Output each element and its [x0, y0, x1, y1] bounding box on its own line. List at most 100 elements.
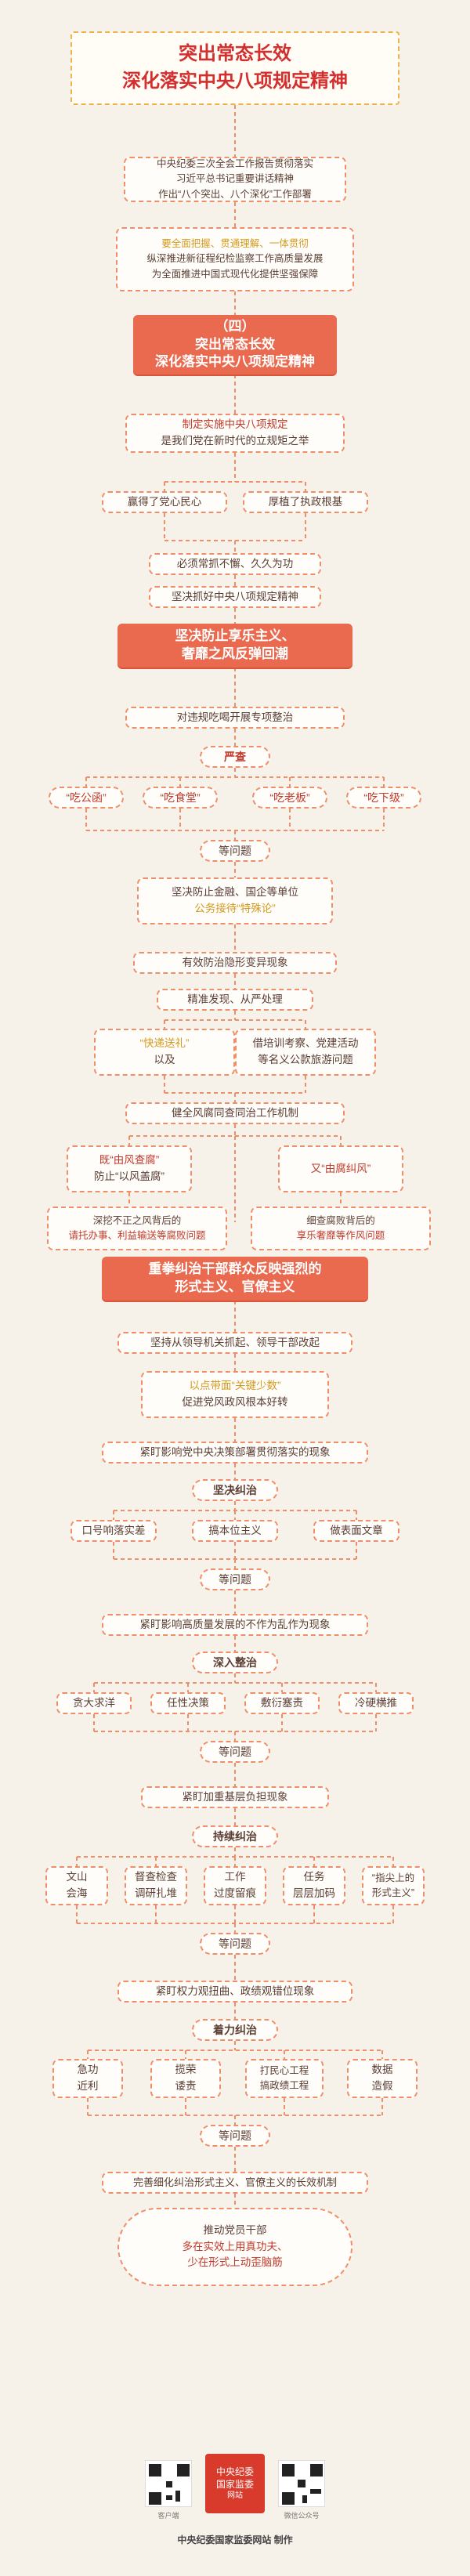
b1-left2-line2: 防止“以风盖腐” [94, 1170, 164, 1182]
resolve-label: 坚决抓好中央八项规定精神 [172, 590, 298, 602]
b1-left2: 既“由风查腐” 防止“以风盖腐” [67, 1145, 192, 1192]
banner2-line1: 重拳纠治干部群众反映强烈的 [148, 1261, 322, 1277]
g2-focus-label: 紧盯影响高质量发展的不作为乱作为现象 [139, 1618, 331, 1630]
b1-mech-label: 健全风腐同查同治工作机制 [172, 1106, 298, 1119]
g2-item-3: 敷衍塞责 [244, 1692, 320, 1714]
g2-item-1: 贪大求洋 [56, 1692, 132, 1714]
g4-focus-label: 紧盯权力观扭曲、政绩观错位现象 [155, 1984, 315, 1997]
intro-line2: 习近平总书记重要讲话精神 [175, 173, 294, 185]
b1-precise: 精准发现、从严处理 [157, 989, 313, 1011]
qr-wechat-caption: 微信公众号 [270, 2510, 333, 2520]
b1-etc-label: 等问题 [219, 845, 251, 857]
g4-item-3-line2: 搞政绩工程 [259, 2080, 309, 2091]
g1-etc-label: 等问题 [219, 1573, 251, 1586]
b2-breakthrough-line2: 促进党风政风根本好转 [182, 1396, 288, 1408]
b1-focus-label: 对违规吃喝开展专项整治 [176, 711, 294, 723]
g4-item-4-line1: 数据 [371, 2064, 393, 2076]
g3-item-5: “指尖上的 形式主义” [362, 1866, 425, 1905]
g1-item-2: 搞本位主义 [192, 1520, 278, 1542]
g4-item-2: 揽荣 诿责 [150, 2059, 221, 2098]
b2-mech-label: 完善细化纠治形式主义、官僚主义的长效机制 [132, 2176, 337, 2188]
b1-left3-line1: 深挖不正之风背后的 [92, 1214, 182, 1226]
g3-item-5-line2: 形式主义” [371, 1887, 415, 1898]
g3-item-1: 文山 会海 [45, 1866, 108, 1905]
g4-header-label: 着力纠治 [213, 2024, 257, 2036]
b1-soe-line1: 坚决防止金融、国企等单位 [172, 886, 298, 899]
intro2-line1: 要全面把握、贯通理解、一体贯彻 [161, 237, 309, 249]
g4-etc: 等问题 [200, 2125, 270, 2147]
b1-left2-line1: 既“由风查腐” [99, 1154, 160, 1167]
g3-item-2: 督查检查 调研扎堆 [125, 1866, 187, 1905]
g1-item-3-label: 做表面文章 [330, 1524, 383, 1536]
intro2-line2: 纵深推进新征程纪检监察工作高质量发展 [146, 253, 324, 265]
site-logo: 中央纪委 国家监委 网站 [205, 2454, 265, 2513]
main-title-line2: 深化落实中央八项规定精神 [122, 71, 348, 92]
g4-item-1: 急功 近利 [52, 2059, 123, 2098]
b1-focus: 对违规吃喝开展专项整治 [125, 707, 345, 729]
logo-line1: 中央纪委 [215, 2466, 254, 2477]
g3-focus-label: 紧盯加重基层负担现象 [182, 1790, 288, 1803]
g3-header-label: 持续纠治 [213, 1830, 257, 1843]
g2-focus: 紧盯影响高质量发展的不作为乱作为现象 [102, 1614, 368, 1636]
g2-item-4-label: 冷硬横推 [355, 1696, 397, 1709]
main-title-line1: 突出常态长效 [179, 43, 291, 65]
b1-pair-right-line1: 借培训考察、党建活动 [252, 1037, 359, 1050]
b1-soe-line2: 公务接待“特殊论” [194, 903, 276, 914]
banner-hedonism: 坚决防止享乐主义、 奢靡之风反弹回潮 [118, 624, 352, 668]
b2-breakthrough-line1: 以点带面“关键少数” [189, 1380, 281, 1392]
b2-final-line2: 多在实效上用真功夫、 [182, 2240, 288, 2252]
qr-code-app [145, 2460, 192, 2507]
b1-prevent: 有效防治隐形变异现象 [133, 952, 337, 974]
g1-header-label: 坚决纠治 [213, 1484, 257, 1496]
g4-item-4: 数据 造假 [347, 2059, 418, 2098]
section4-line3: 深化落实中央八项规定精神 [155, 354, 315, 370]
branch-left-label: 赢得了党心民心 [127, 495, 202, 508]
branch-right: 厚植了执政根基 [243, 491, 368, 513]
b2-breakthrough: 以点带面“关键少数” 促进党风政风根本好转 [141, 1371, 329, 1418]
g3-item-3-line2: 过度留痕 [214, 1887, 256, 1899]
g1-focus-label: 紧盯影响党中央决策部署贯彻落实的现象 [139, 1445, 331, 1458]
b1-pair-left-line1: “快递送礼” [139, 1037, 190, 1050]
g2-item-4: 冷硬横推 [338, 1692, 414, 1714]
g4-item-2-line1: 揽荣 [175, 2064, 197, 2076]
b2-start-label: 坚持从领导机关抓起、领导干部改起 [150, 1336, 320, 1348]
b2-final-line3: 少在形式上动歪脑筋 [187, 2256, 283, 2269]
credit-line: 中央纪委国家监委网站 制作 [118, 2532, 352, 2546]
must-label: 必须常抓不懈、久久为功 [176, 557, 294, 570]
g2-item-2: 任性决策 [150, 1692, 226, 1714]
g3-etc: 等问题 [200, 1933, 270, 1955]
g4-focus: 紧盯权力观扭曲、政绩观错位现象 [118, 1981, 352, 2003]
b1-left3: 深挖不正之风背后的 请托办事、利益输送等腐败问题 [47, 1207, 227, 1250]
g4-item-1-line1: 急功 [77, 2064, 99, 2076]
b1-soe: 坚决防止金融、国企等单位 公务接待“特殊论” [137, 877, 333, 924]
b1-right3: 细查腐败背后的 享乐奢靡等作风问题 [251, 1207, 431, 1250]
b1-pair-right-line2: 等名义公款旅游问题 [258, 1054, 353, 1065]
b1-right2-label: 又“由腐纠风” [310, 1162, 371, 1174]
g3-item-3-line1: 工作 [224, 1871, 246, 1883]
b1-item-2-label: “吃食堂” [160, 791, 201, 804]
g4-etc-label: 等问题 [219, 2129, 251, 2142]
rule-line1: 制定实施中央八项规定 [182, 418, 288, 431]
g4-item-4-line2: 造假 [371, 2080, 393, 2092]
section4-number: （四） [215, 318, 255, 334]
g2-header: 深入整治 [192, 1652, 278, 1673]
intro-line1: 中央纪委三次全会工作报告贯彻落实 [156, 157, 313, 169]
section4-banner: （四） 突出常态长效 深化落实中央八项规定精神 [133, 315, 337, 374]
g2-etc: 等问题 [200, 1741, 270, 1763]
qr-app-caption-text: 客户端 [157, 2511, 179, 2520]
g2-item-3-label: 敷衍塞责 [261, 1696, 303, 1709]
b2-mech: 完善细化纠治形式主义、官僚主义的长效机制 [102, 2172, 368, 2194]
g1-item-1-label: 口号响落实差 [81, 1524, 146, 1536]
rule-box: 制定实施中央八项规定 是我们党在新时代的立规矩之举 [125, 414, 345, 453]
g4-item-2-line2: 诿责 [175, 2080, 197, 2092]
qr-code-wechat [278, 2460, 325, 2507]
b1-strict: 严查 [200, 746, 270, 768]
g3-item-4-line2: 层层加码 [293, 1887, 335, 1899]
logo-line3: 网站 [227, 2491, 243, 2501]
g3-item-3: 工作 过度留痕 [204, 1866, 266, 1905]
g3-etc-label: 等问题 [219, 1937, 251, 1950]
g3-item-4-line1: 任务 [303, 1871, 325, 1883]
banner-formalism: 重拳纠治干部群众反映强烈的 形式主义、官僚主义 [102, 1257, 368, 1301]
banner2-line2: 形式主义、官僚主义 [175, 1279, 295, 1294]
g4-item-3-line1: 打民心工程 [259, 2064, 309, 2076]
